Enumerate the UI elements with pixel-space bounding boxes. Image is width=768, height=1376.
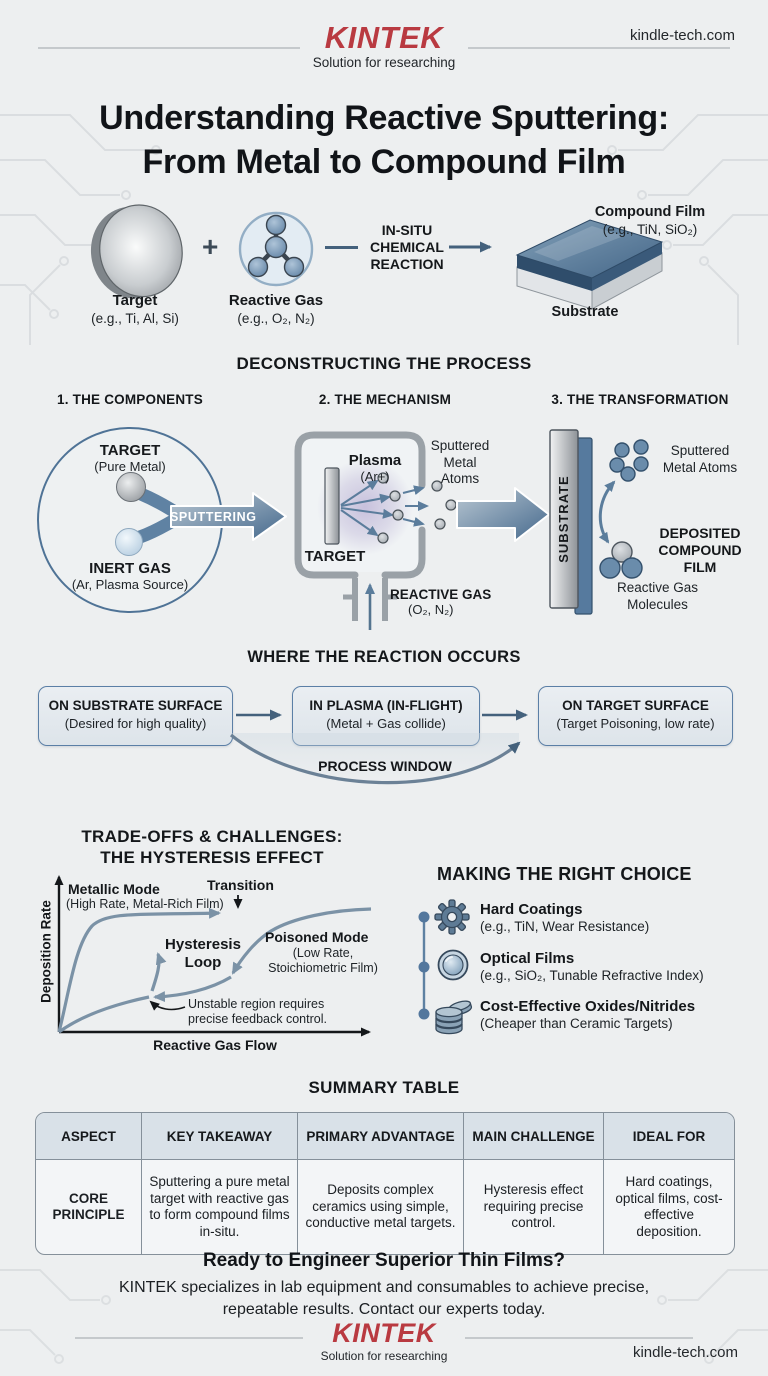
transition-label: Transition: [207, 877, 274, 893]
x-axis-label: Reactive Gas Flow: [153, 1037, 277, 1053]
summary-cell-challenge: Hysteresis effect requiring precise cont…: [464, 1160, 604, 1254]
plasma-sub: (Ar+): [360, 469, 390, 484]
footer-brand-tagline: Solution for researching: [320, 1349, 448, 1363]
footer-brand-wordmark: KINTEK: [332, 1318, 436, 1348]
choice-3-sub: (Cheaper than Ceramic Targets): [480, 1016, 673, 1031]
reaction-arrow-icon: [449, 241, 492, 253]
overview-substrate-label: Substrate: [551, 304, 619, 320]
cta-title: Ready to Engineer Superior Thin Films?: [202, 1250, 566, 1271]
page-title-line2: From Metal to Compound Film: [142, 143, 626, 181]
where-box-target: ON TARGET SURFACE (Target Poisoning, low…: [538, 686, 733, 746]
where-arrow-1: [236, 709, 282, 721]
summary-col-advantage: PRIMARY ADVANTAGE: [298, 1113, 464, 1160]
poisoned-mode-label: Poisoned Mode: [265, 929, 369, 945]
summary-col-takeaway: KEY TAKEAWAY: [142, 1113, 298, 1160]
step2-target-label: TARGET: [304, 548, 366, 565]
summary-heading: SUMMARY TABLE: [308, 1078, 460, 1097]
step1-target-sub: (Pure Metal): [94, 459, 166, 474]
summary-cell-takeaway: Sputtering a pure metal target with reac…: [142, 1160, 298, 1254]
unstable-region-note: Unstable region requires precise feedbac…: [188, 997, 327, 1026]
footer-rule-right: [465, 1337, 693, 1339]
target-disc-icon: [90, 204, 183, 299]
choice-1-sub: (e.g., TiN, Wear Resistance): [480, 919, 650, 934]
deposited-film-label: DEPOSITED COMPOUND FILM: [658, 525, 742, 575]
step3-sputtered-label: Sputtered Metal Atoms: [662, 443, 738, 475]
summary-table: ASPECT KEY TAKEAWAY PRIMARY ADVANTAGE MA…: [35, 1112, 735, 1255]
summary-cell-ideal: Hard coatings, optical films, cost-effec…: [615, 1174, 723, 1239]
step1-title: 1. THE COMPONENTS: [57, 392, 203, 407]
plasma-label: Plasma: [348, 452, 402, 469]
website-link[interactable]: kindle-tech.com: [629, 27, 735, 44]
header-rule-left: [38, 47, 300, 49]
summary-cell-advantage: Deposits complex ceramics using simple, …: [298, 1160, 464, 1254]
page-title-line1: Understanding Reactive Sputtering:: [99, 99, 669, 137]
footer-rule-left: [75, 1337, 303, 1339]
hysteresis-title: TRADE-OFFS & CHALLENGES: THE HYSTERESIS …: [81, 827, 343, 867]
mechanism-diagram: [294, 431, 457, 630]
process-heading: DECONSTRUCTING THE PROCESS: [236, 354, 532, 373]
overview-film-sub: (e.g., TiN, SiO₂): [602, 222, 698, 237]
reactive-gas-molecule-icon: [238, 211, 314, 287]
header-rule-right: [468, 47, 730, 49]
step2-gas-label: REACTIVE GAS: [390, 587, 492, 602]
overview-film-label: Compound Film: [594, 204, 706, 220]
choice-2-sub: (e.g., SiO₂, Tunable Refractive Index): [480, 968, 704, 983]
overview-gas-label: Reactive Gas: [228, 292, 324, 309]
overview-target-sub: (e.g., Ti, Al, Si): [91, 311, 179, 326]
brand-tagline: Solution for researching: [312, 55, 456, 70]
step1-gas-label: INERT GAS: [89, 560, 171, 577]
cta-body: KINTEK specializes in lab equipment and …: [118, 1279, 650, 1318]
step2-sputtered-label: Sputtered Metal Atoms: [430, 438, 490, 486]
lens-icon: [437, 949, 469, 981]
gas-molecules-label: Reactive Gas Molecules: [616, 580, 699, 612]
choices-timeline: [418, 911, 430, 1020]
choice-2-title: Optical Films: [480, 950, 575, 967]
reaction-connector-line: [325, 246, 358, 249]
choice-3-title: Cost-Effective Oxides/Nitrides: [480, 998, 696, 1015]
insitu-reaction-label: IN-SITU CHEMICAL REACTION: [370, 222, 444, 272]
summary-col-aspect: ASPECT: [36, 1113, 142, 1160]
y-axis-label: Deposition Rate: [38, 900, 54, 1003]
summary-cell-aspect: CORE PRINCIPLE: [36, 1160, 142, 1254]
sputtering-arrow-label: SPUTTERING: [170, 510, 257, 524]
compound-film-slab-icon: [515, 219, 664, 310]
step3-title: 3. THE TRANSFORMATION: [551, 392, 729, 407]
transformation-diagram: [549, 429, 649, 615]
components-diagram: [37, 427, 287, 613]
summary-col-ideal: IDEAL FOR: [604, 1113, 734, 1160]
hysteresis-loop-label: Hysteresis Loop: [165, 936, 241, 971]
header-logo: KINTEK Solution for researching: [284, 22, 484, 70]
hysteresis-chart: [54, 875, 372, 1037]
step2-title: 2. THE MECHANISM: [318, 392, 452, 407]
step1-gas-sub: (Ar, Plasma Source): [71, 577, 189, 592]
flow-arrow-icon: [456, 487, 550, 542]
step1-target-label: TARGET: [99, 442, 161, 459]
where-heading: WHERE THE REACTION OCCURS: [247, 648, 521, 666]
substrate-vertical-label: SUBSTRATE: [556, 475, 571, 563]
choices-heading: MAKING THE RIGHT CHOICE: [437, 864, 692, 884]
metallic-mode-sub: (High Rate, Metal-Rich Film): [66, 897, 224, 911]
brand-wordmark: KINTEK: [324, 20, 444, 55]
process-window-arc: [229, 733, 521, 785]
overview-target-label: Target: [112, 292, 158, 309]
plus-sign: +: [202, 231, 219, 262]
choice-1-title: Hard Coatings: [480, 901, 583, 918]
process-window-label: PROCESS WINDOW: [318, 758, 452, 774]
step2-gas-sub: (O₂, N₂): [408, 602, 454, 617]
footer-logo: KINTEK Solution for researching: [284, 1318, 484, 1364]
where-box-substrate: ON SUBSTRATE SURFACE (Desired for high q…: [38, 686, 233, 746]
coins-icon: [435, 1000, 473, 1035]
page-title: Understanding Reactive Sputtering: From …: [34, 96, 734, 184]
poisoned-mode-sub: (Low Rate, Stoichiometric Film): [268, 946, 378, 975]
summary-col-challenge: MAIN CHALLENGE: [464, 1113, 604, 1160]
overview-gas-sub: (e.g., O₂, N₂): [237, 311, 315, 326]
where-arrow-2: [482, 709, 528, 721]
footer-website-link[interactable]: kindle-tech.com: [632, 1344, 738, 1361]
gear-icon: [434, 899, 470, 935]
metallic-mode-label: Metallic Mode: [68, 881, 160, 897]
